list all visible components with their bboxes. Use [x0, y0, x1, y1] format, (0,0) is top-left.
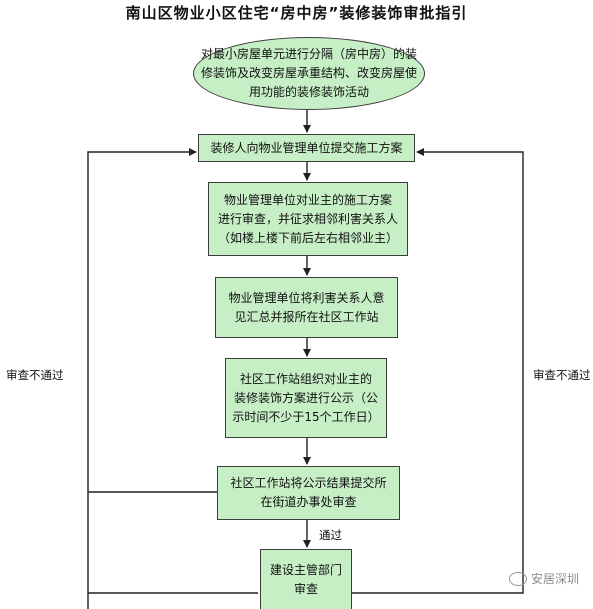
reject-label-left: 审查不通过 [6, 368, 64, 382]
wechat-icon [508, 571, 527, 586]
start-node-line: 对最小房屋单元进行分隔（房中房）的装 [201, 47, 418, 61]
publicize-node: 社区工作站组织对业主的 装修装饰方案进行公示（公 示时间不少于15个工作日） [225, 358, 387, 438]
publicize-line: 装修装饰方案进行公示（公 [233, 390, 378, 405]
report-result-line: 社区工作站将公示结果提交所 [230, 476, 387, 490]
authority-line: 建设主管部门 [269, 562, 342, 577]
authority-line: 审查 [293, 581, 318, 596]
report-result-node: 社区工作站将公示结果提交所 在街道办事处审查 [217, 466, 400, 520]
watermark-text: 安居深圳 [530, 572, 579, 586]
collect-opinions-node: 物业管理单位将利害关系人意 见汇总并报所在社区工作站 [215, 277, 398, 338]
authority-review-node: 建设主管部门 审查 [260, 549, 352, 609]
submit-plan-node: 装修人向物业管理单位提交施工方案 [198, 134, 415, 162]
review-line: 物业管理单位对业主的施工方案 [223, 192, 392, 207]
loop-left-from-report [87, 148, 217, 493]
collect-line: 物业管理单位将利害关系人意 [228, 290, 385, 305]
review-line: （如楼上楼下前后左右相邻业主） [217, 230, 398, 245]
start-node: 对最小房屋单元进行分隔（房中房）的装 修装饰及改变房屋承重结构、改变房屋使 用功… [193, 37, 425, 110]
reject-label-right: 审查不通过 [533, 368, 591, 382]
report-result-line: 在街道办事处审查 [260, 495, 357, 509]
loop-right [352, 148, 524, 594]
start-node-line: 用功能的装修装饰活动 [249, 85, 370, 99]
review-line: 进行审查，并征求相邻利害关系人 [217, 211, 398, 226]
publicize-line: 示时间不少于15个工作日） [232, 409, 380, 424]
watermark: 安居深圳 [508, 570, 579, 587]
start-node-line: 修装饰及改变房屋承重结构、改变房屋使 [201, 66, 418, 80]
collect-line: 见汇总并报所在社区工作站 [234, 309, 379, 324]
submit-plan-label: 装修人向物业管理单位提交施工方案 [210, 140, 403, 155]
pass-label: 通过 [319, 528, 342, 542]
review-node: 物业管理单位对业主的施工方案 进行审查，并征求相邻利害关系人 （如楼上楼下前后左… [208, 182, 408, 256]
page-title: 南山区物业小区住宅“房中房”装修装饰审批指引 [125, 4, 468, 22]
publicize-line: 社区工作站组织对业主的 [239, 371, 372, 386]
